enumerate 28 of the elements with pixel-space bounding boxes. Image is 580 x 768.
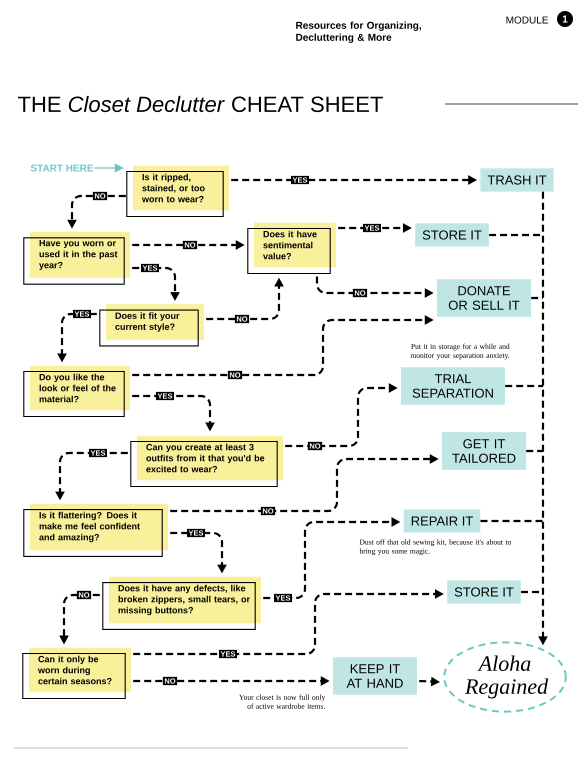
question-box: Do you like the look or feel of the material?: [23, 366, 130, 418]
connector-line: [489, 234, 543, 236]
title: THE Closet Declutter CHEAT SHEET: [18, 96, 383, 112]
question-box: Can you create at least 3 outfits from it that you'd be excited to wear?: [130, 436, 283, 488]
question-box: Does it fit your current style?: [99, 304, 204, 346]
header-text: Resources for Organizing, Decluttering & More: [296, 22, 421, 43]
question-box: Have you worn or used it in the past year?: [23, 232, 130, 285]
question-box: Is it flattering? Does it make me feel confident and amazing?: [23, 504, 168, 557]
result-box: KEEP IT AT HAND: [333, 657, 417, 695]
question-box: Does it have any defects, like broken zippers, small tears, or missing buttons?: [102, 576, 261, 630]
result-box: DONATE OR SELL IT: [437, 279, 531, 317]
end-oval: Aloha Regained: [443, 641, 567, 713]
result-box: STORE IT: [447, 580, 521, 604]
result-box: STORE IT: [415, 223, 489, 247]
result-box: TRASH IT: [480, 168, 554, 192]
connector-line: [526, 450, 543, 452]
result-box: TRIAL SEPARATION: [401, 367, 505, 405]
connector-line: [505, 384, 543, 388]
start-text: START HERE: [30, 164, 94, 172]
connector-line: [480, 520, 543, 522]
result-box: GET IT TAILORED: [442, 432, 526, 470]
module-text: MODULE: [506, 16, 548, 24]
question-box: Does it have sentimental value?: [247, 222, 336, 274]
question-box: Is it ripped, stained, or too worn to wear?: [126, 166, 229, 218]
question-box: Can it only be worn during certain seasons?: [22, 648, 131, 700]
connector-line: [531, 296, 543, 300]
number-badge: 1: [557, 11, 573, 27]
result-box: REPAIR IT: [404, 510, 480, 532]
